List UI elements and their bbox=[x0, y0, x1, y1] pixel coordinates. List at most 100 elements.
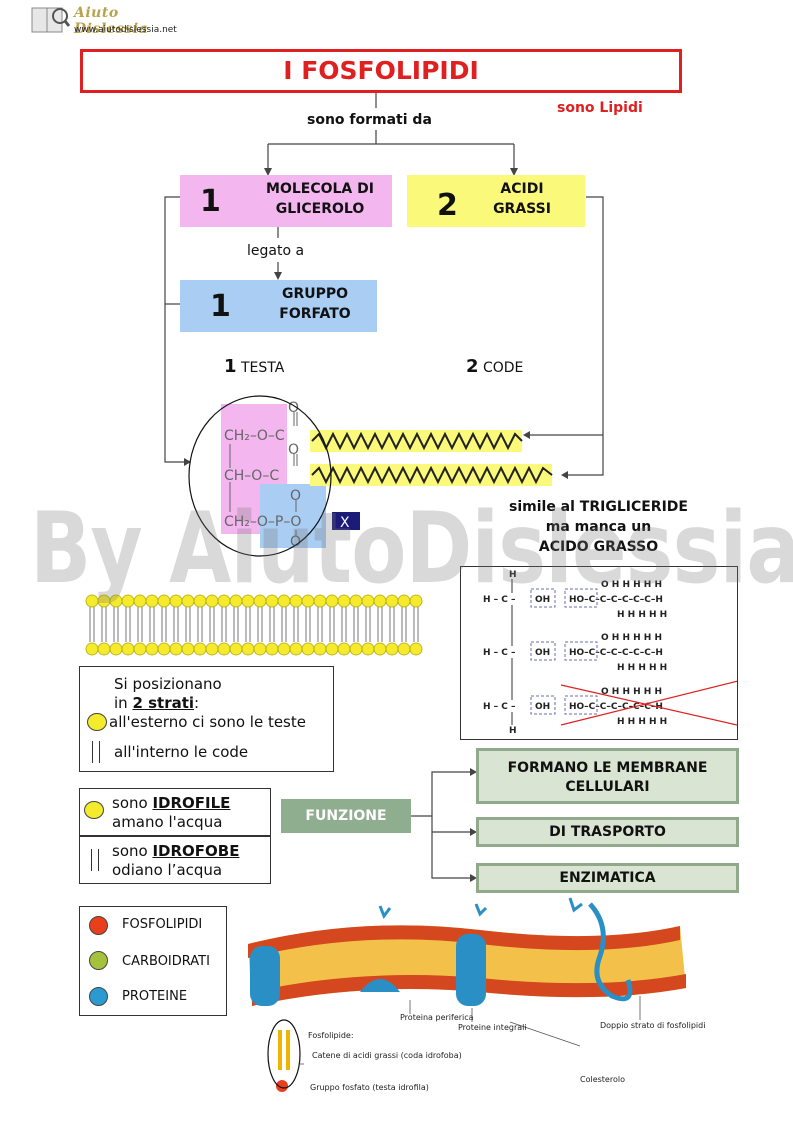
hydrophobic-box: sono IDROFOBE odiano l’acqua bbox=[79, 836, 271, 884]
bilayer-head bbox=[277, 642, 291, 656]
bilayer-head bbox=[409, 642, 423, 656]
protein-dot-icon bbox=[89, 987, 108, 1006]
hydrophobic-line-2: odiano l’acqua bbox=[112, 861, 223, 879]
svg-text:HO–C–C–C–C–C–C–H: HO–C–C–C–C–C–C–H bbox=[569, 648, 663, 658]
bilayer-head bbox=[409, 594, 423, 608]
bilayer-head bbox=[265, 642, 279, 656]
bilayer-head bbox=[133, 594, 147, 608]
bilayer-head bbox=[193, 642, 207, 656]
formed-by-label: sono formati da bbox=[307, 112, 432, 128]
label-peripheral-protein: Proteina periferica bbox=[400, 1013, 474, 1022]
bilayer-head bbox=[301, 642, 315, 656]
bilayer-head bbox=[277, 594, 291, 608]
glycerol-label-2: GLICEROLO bbox=[275, 201, 365, 217]
bilayer-head bbox=[121, 642, 135, 656]
glycerol-row-2: CH–O–C bbox=[224, 468, 279, 484]
tail-lines-icon bbox=[92, 741, 100, 763]
function-label: FUNZIONE bbox=[281, 799, 411, 833]
x-group: X bbox=[340, 515, 350, 531]
phosphate-o-bottom: O bbox=[290, 534, 301, 550]
legend-phospholipids: FOSFOLIPIDI bbox=[122, 917, 203, 932]
label-bilayer: Doppio strato di fosfolipidi bbox=[600, 1021, 705, 1030]
glycerol-row-1: CH₂–O–C bbox=[224, 428, 285, 444]
label-cholesterol: Colesterolo bbox=[580, 1075, 625, 1084]
fatty-acids-label-1: ACIDI bbox=[500, 181, 544, 197]
carbohydrate-dot-icon bbox=[89, 951, 108, 970]
svg-text:H H H H H: H H H H H bbox=[617, 610, 667, 620]
bilayer-head bbox=[265, 594, 279, 608]
bilayer-head bbox=[361, 594, 375, 608]
bilayer-head bbox=[229, 594, 243, 608]
linked-to-label: legato a bbox=[247, 243, 305, 259]
bilayer-head bbox=[85, 642, 99, 656]
bilayer-head bbox=[313, 594, 327, 608]
bilayer-head bbox=[181, 594, 195, 608]
triglyceride-note: simile al TRIGLICERIDE ma manca un ACIDO… bbox=[509, 499, 688, 555]
bilayer-head bbox=[301, 594, 315, 608]
bilayer-head bbox=[205, 594, 219, 608]
site-logo[interactable]: Aiuto Dislessia www.aiutodislessia.net bbox=[30, 4, 190, 38]
svg-text:HO–C–C–C–C–C–C–H: HO–C–C–C–C–C–C–H bbox=[569, 595, 663, 605]
function-enzymatic: ENZIMATICA bbox=[476, 863, 739, 893]
bilayer-head bbox=[313, 642, 327, 656]
hydrophilic-line-2: amano l'acqua bbox=[112, 813, 223, 831]
bilayer-head bbox=[85, 594, 99, 608]
tail-lines-icon bbox=[91, 849, 99, 871]
bilayer-head bbox=[397, 642, 411, 656]
phosphate-box: 1 GRUPPO FORFATO bbox=[180, 280, 377, 332]
bilayer-head bbox=[181, 642, 195, 656]
hydrophilic-line-1: sono IDROFILE bbox=[112, 794, 231, 812]
bilayer-head bbox=[241, 594, 255, 608]
layers-line-2: in 2 strati: bbox=[114, 694, 200, 712]
outside-text: all'esterno ci sono le teste bbox=[109, 713, 306, 731]
carbonyl-o-2: O bbox=[288, 442, 299, 458]
bilayer-head bbox=[289, 594, 303, 608]
glycerol-label-1: MOLECOLA DI bbox=[266, 181, 374, 197]
phospholipid-dot-icon bbox=[89, 916, 108, 935]
function-transport: DI TRASPORTO bbox=[476, 817, 739, 847]
hydrophobic-line-1: sono IDROFOBE bbox=[112, 842, 240, 860]
bilayer-head bbox=[169, 642, 183, 656]
label-integral-proteins: Proteine integrali bbox=[458, 1023, 527, 1032]
svg-text:O H H H H H: O H H H H H bbox=[601, 687, 662, 697]
head-dot-icon bbox=[87, 713, 107, 731]
bilayer-head bbox=[97, 642, 111, 656]
site-name: Aiuto Dislessia bbox=[74, 5, 149, 37]
hydrophilic-box: sono IDROFILE amano l'acqua bbox=[79, 788, 271, 836]
phosphate-o-top: O bbox=[290, 488, 301, 504]
bilayer-head bbox=[205, 642, 219, 656]
bilayer-head bbox=[337, 594, 351, 608]
bilayer-head bbox=[349, 594, 363, 608]
svg-text:H H H H H: H H H H H bbox=[617, 663, 667, 673]
bilayer-head bbox=[217, 642, 231, 656]
svg-text:O H H H H H: O H H H H H bbox=[601, 633, 662, 643]
bilayer-head bbox=[121, 594, 135, 608]
bilayer-head bbox=[193, 594, 207, 608]
fatty-acids-count: 2 bbox=[437, 188, 458, 223]
head-dot-icon bbox=[84, 801, 104, 819]
layers-line-1: Si posizionano bbox=[114, 675, 222, 693]
svg-text:O H H H H H: O H H H H H bbox=[601, 580, 662, 590]
tails-label: 2 CODE bbox=[466, 356, 524, 377]
phospholipid-structure: O CH₂–O–C O CH–O–C O CH₂–O–P–O O X bbox=[188, 395, 553, 557]
label-phosphate-group: Gruppo fosfato (testa idrofila) bbox=[310, 1083, 429, 1092]
fatty-acids-label-2: GRASSI bbox=[493, 201, 551, 217]
glycerol-row-3: CH₂–O–P–O bbox=[224, 514, 301, 530]
bilayer-head bbox=[325, 642, 339, 656]
bilayer-head bbox=[385, 642, 399, 656]
carbonyl-o-1: O bbox=[288, 400, 299, 416]
glycerol-box: 1 MOLECOLA DI GLICEROLO bbox=[180, 175, 392, 227]
bilayer-head bbox=[373, 594, 387, 608]
svg-text:H: H bbox=[509, 726, 517, 736]
bilayer-head bbox=[325, 594, 339, 608]
bilayer-head bbox=[361, 642, 375, 656]
bilayer-head bbox=[145, 594, 159, 608]
bilayer-head bbox=[217, 594, 231, 608]
bilayer-head bbox=[133, 642, 147, 656]
bilayer-head bbox=[337, 642, 351, 656]
svg-text:H – C –: H – C – bbox=[483, 702, 516, 712]
bilayer-head bbox=[157, 594, 171, 608]
svg-text:HO–C–C–C–C–C–C–H: HO–C–C–C–C–C–C–H bbox=[569, 702, 663, 712]
svg-text:OH: OH bbox=[535, 595, 550, 605]
book-magnifier-icon bbox=[31, 7, 70, 33]
